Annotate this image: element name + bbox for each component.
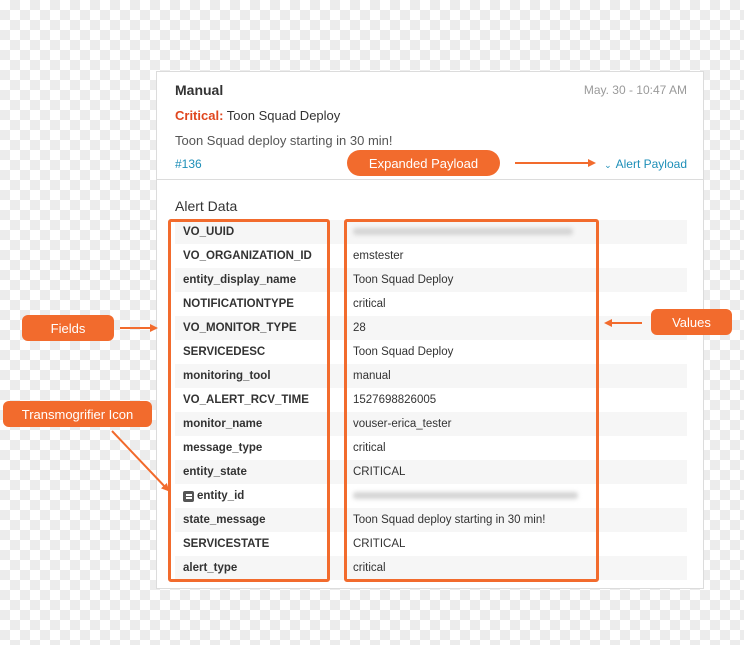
alert-data-title: Alert Data <box>175 198 238 214</box>
chevron-down-icon: ⌄ <box>604 160 612 170</box>
field-key: state_message <box>183 514 266 526</box>
field-key: SERVICEDESC <box>183 346 266 358</box>
field-value: vouser-erica_tester <box>353 418 452 430</box>
field-value: CRITICAL <box>353 466 406 478</box>
watermark <box>548 10 551 22</box>
table-row: alert_type critical <box>175 556 687 580</box>
fields-callout: Fields <box>22 315 114 341</box>
fields-highlight-box <box>168 219 330 582</box>
divider <box>157 179 703 180</box>
field-key: VO_MONITOR_TYPE <box>183 322 297 334</box>
field-value: emstester <box>353 250 404 262</box>
field-value: manual <box>353 370 391 382</box>
expanded-payload-callout: Expanded Payload <box>347 150 500 176</box>
field-key: message_type <box>183 442 263 454</box>
alert-timestamp: May. 30 - 10:47 AM <box>583 83 687 97</box>
table-row: entity_id <box>175 484 687 508</box>
table-row: monitoring_tool manual <box>175 364 687 388</box>
table-row: NOTIFICATIONTYPE critical <box>175 292 687 316</box>
severity-label: Critical: <box>175 108 224 123</box>
transmogrifier-icon-callout: Transmogrifier Icon <box>3 401 152 427</box>
table-row: VO_UUID <box>175 220 687 244</box>
table-row: state_message Toon Squad deploy starting … <box>175 508 687 532</box>
table-row: entity_state CRITICAL <box>175 460 687 484</box>
field-key: VO_UUID <box>183 226 235 238</box>
field-key: VO_ORGANIZATION_ID <box>183 250 312 262</box>
field-key: monitoring_tool <box>183 370 271 382</box>
field-value: critical <box>353 298 386 310</box>
field-value <box>335 226 573 238</box>
alert-payload-toggle[interactable]: ⌄Alert Payload <box>604 157 687 171</box>
table-row: monitor_name vouser-erica_tester <box>175 412 687 436</box>
field-key: monitor_name <box>183 418 263 430</box>
field-value <box>335 490 578 502</box>
table-row: SERVICESTATE CRITICAL <box>175 532 687 556</box>
alert-name: Toon Squad Deploy <box>226 108 341 123</box>
field-value: 28 <box>353 322 366 334</box>
redacted-value <box>353 492 578 499</box>
table-row: message_type critical <box>175 436 687 460</box>
alert-message: Toon Squad deploy starting in 30 min! <box>175 133 393 148</box>
alert-headline: Critical: Toon Squad Deploy <box>175 108 340 123</box>
table-row: VO_ORGANIZATION_ID emstester <box>175 244 687 268</box>
field-key: entity_display_name <box>183 274 297 286</box>
transmogrifier-icon[interactable] <box>183 490 194 502</box>
incident-link[interactable]: #136 <box>175 157 202 171</box>
alert-payload-label: Alert Payload <box>615 157 687 171</box>
field-value: Toon Squad Deploy <box>353 274 454 286</box>
field-value: Toon Squad Deploy <box>353 346 454 358</box>
redacted-value <box>353 228 573 235</box>
field-value: CRITICAL <box>353 538 406 550</box>
values-highlight-box <box>344 219 599 582</box>
field-value: 1527698826005 <box>353 394 437 406</box>
field-key: entity_state <box>183 466 247 478</box>
table-row: entity_display_name Toon Squad Deploy <box>175 268 687 292</box>
field-value: critical <box>353 442 386 454</box>
field-value: Toon Squad deploy starting in 30 min! <box>353 514 546 526</box>
field-key: entity_id <box>197 490 245 502</box>
field-key: alert_type <box>183 562 238 574</box>
field-key: SERVICESTATE <box>183 538 270 550</box>
table-row: VO_ALERT_RCV_TIME 1527698826005 <box>175 388 687 412</box>
field-value: critical <box>353 562 386 574</box>
values-callout: Values <box>651 309 732 335</box>
alert-source: Manual <box>175 82 224 98</box>
field-key-with-icon: entity_id <box>175 490 335 502</box>
field-key: NOTIFICATIONTYPE <box>183 298 294 310</box>
table-row: VO_MONITOR_TYPE 28 <box>175 316 687 340</box>
field-key: VO_ALERT_RCV_TIME <box>183 394 309 406</box>
table-row: SERVICEDESC Toon Squad Deploy <box>175 340 687 364</box>
alert-data-table: VO_UUID VO_ORGANIZATION_ID emstester enti… <box>175 220 687 580</box>
